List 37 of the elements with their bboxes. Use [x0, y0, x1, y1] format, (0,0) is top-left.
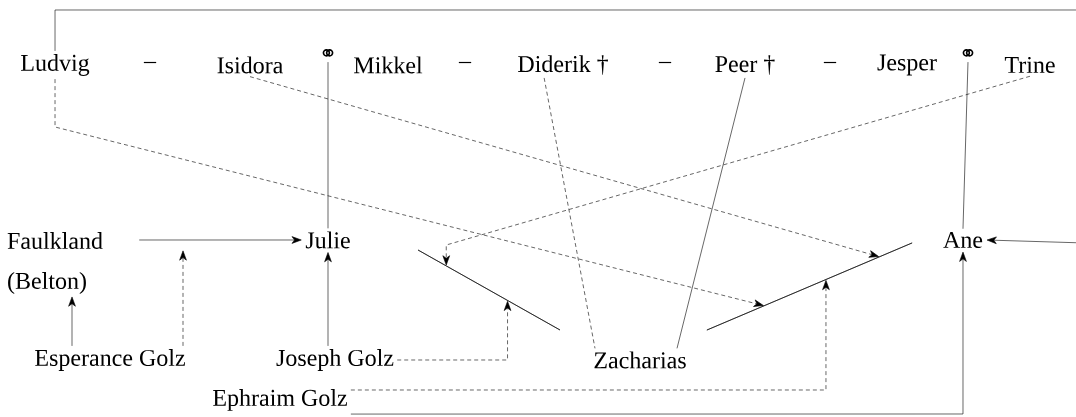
dash-sign: –: [823, 61, 837, 64]
person-name: Zacharias: [594, 351, 686, 369]
person-name: Diderik †: [518, 55, 608, 75]
person-name: Jesper: [877, 54, 937, 76]
arrow: [179, 250, 187, 347]
arrow: [68, 296, 76, 347]
connector-line: [676, 77, 746, 349]
connector-line: [962, 61, 969, 230]
relation-line: [417, 249, 561, 331]
dash-sign: –: [143, 61, 157, 64]
dash-sign: –: [458, 61, 472, 64]
arrow: [442, 75, 1031, 266]
person-name: Peer †: [715, 55, 775, 75]
dash-sign: –: [658, 61, 672, 64]
arrow: [350, 280, 830, 391]
person-name: Ludvig: [21, 54, 90, 76]
person-name: Faulkland (Belton): [7, 232, 103, 294]
arrow: [249, 76, 879, 258]
connector-line: [543, 77, 596, 349]
arrow: [324, 252, 332, 347]
arrow: [54, 78, 764, 307]
person-name: Esperance Golz: [35, 349, 185, 371]
person-name: Trine: [1004, 56, 1055, 74]
connector-line: [327, 61, 329, 229]
person-name: Joseph Golz: [276, 349, 394, 371]
arrow: [350, 251, 967, 415]
arrow: [138, 236, 302, 244]
arrow: [396, 301, 512, 361]
person-name: Ane: [943, 231, 983, 249]
marriage-symbol: ⚭: [322, 49, 334, 57]
person-name: Mikkel: [354, 56, 423, 74]
person-name: Julie: [305, 231, 350, 249]
person-name: Isidora: [217, 56, 283, 74]
arrow: [54, 9, 1076, 244]
relation-line: [706, 242, 913, 331]
marriage-symbol: ⚭: [962, 49, 974, 57]
person-name: Ephraim Golz: [213, 389, 347, 411]
